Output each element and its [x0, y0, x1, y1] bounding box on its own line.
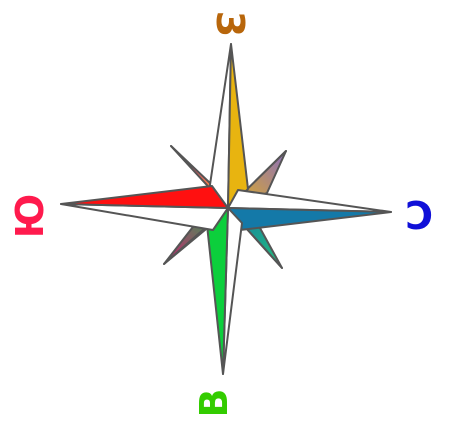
west-label: Ю: [8, 194, 52, 239]
major-point-north: [208, 44, 248, 208]
north-label: 3: [208, 11, 252, 37]
major-point-east: [228, 190, 391, 230]
major-point-south: [207, 208, 242, 374]
south-label: B: [192, 389, 236, 418]
major-point-west: [61, 186, 228, 230]
east-label: C: [405, 192, 433, 236]
